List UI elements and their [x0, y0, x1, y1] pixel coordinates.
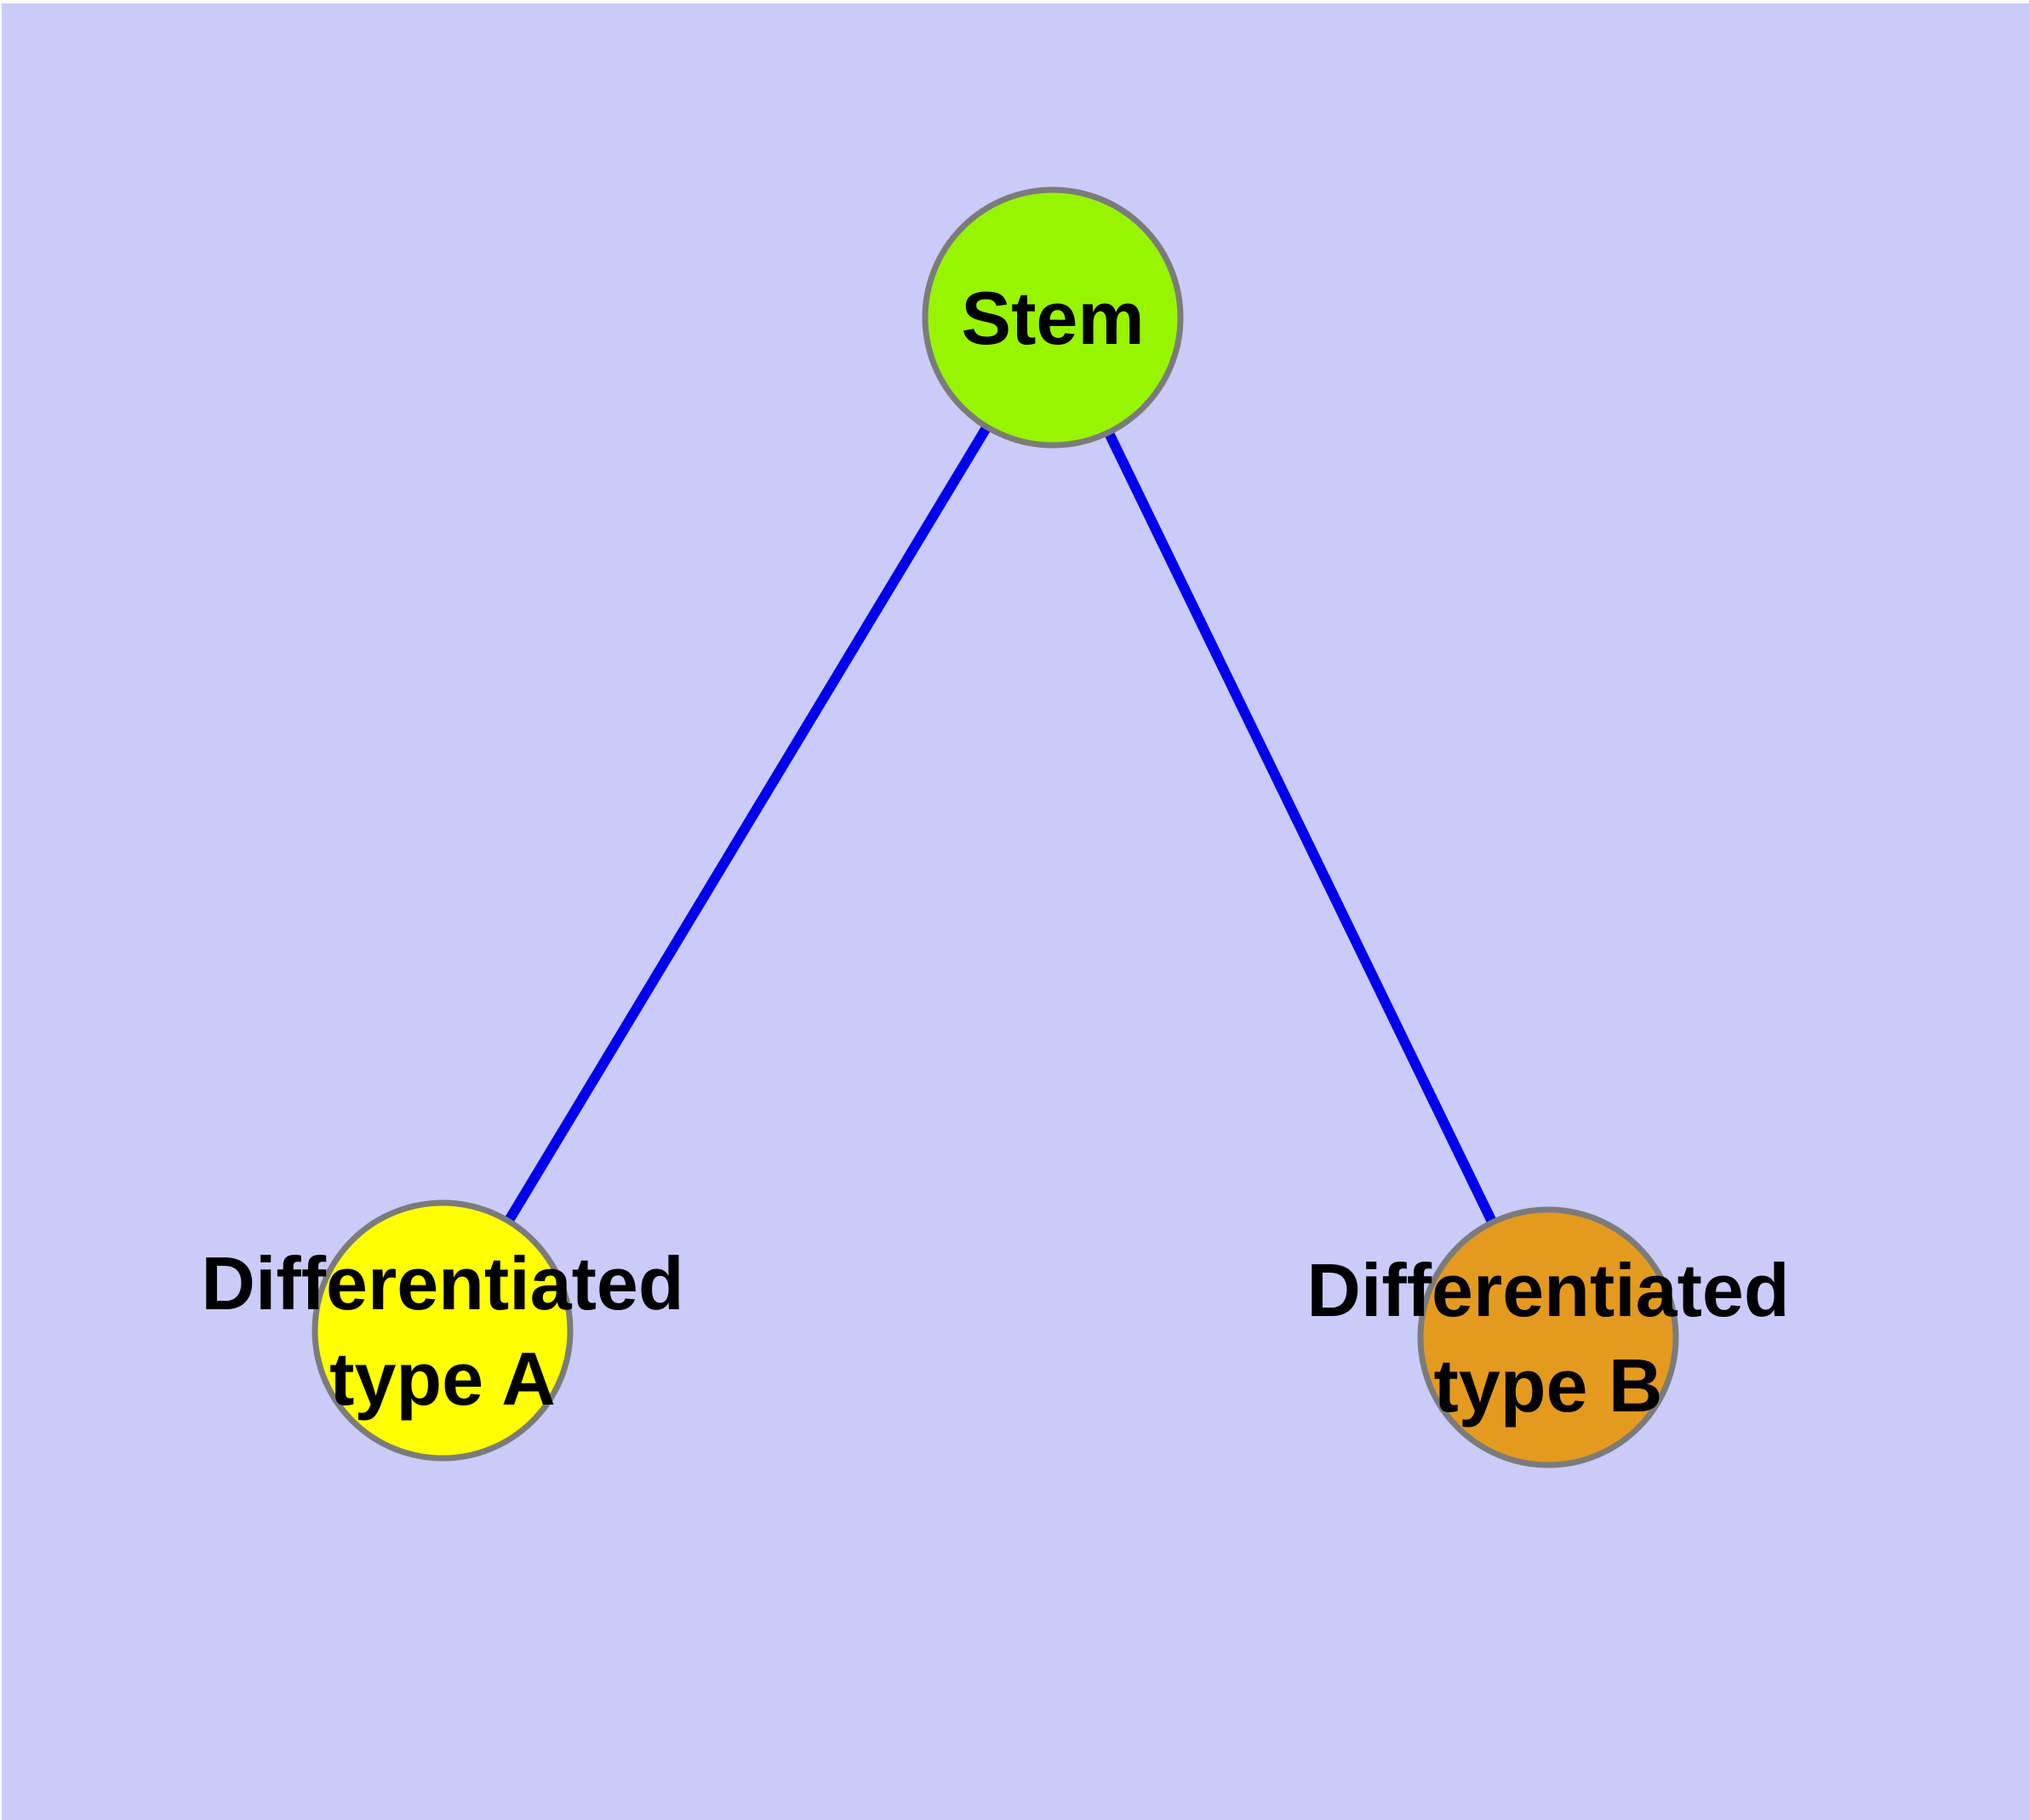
node-stem: Stem — [922, 186, 1184, 449]
edge-stem-to-diff-a — [437, 314, 1058, 1334]
node-diff-b-label-line-2: type B — [1434, 1343, 1663, 1428]
node-diff-b: Differentiated type B — [1306, 1206, 1790, 1468]
node-diff-a-label-line-1: Differentiated — [201, 1241, 683, 1325]
node-stem-label: Stem — [961, 276, 1144, 360]
node-diff-b-circle — [1417, 1206, 1679, 1468]
node-stem-label-line-1: Stem — [961, 276, 1144, 360]
node-diff-b-label-line-1: Differentiated — [1306, 1248, 1789, 1332]
node-diff-a-label-line-2: type A — [329, 1336, 556, 1421]
node-stem-circle — [922, 186, 1184, 449]
node-diff-b-label: Differentiated type B — [1306, 1248, 1789, 1428]
node-diff-a: Differentiated type A — [201, 1199, 684, 1462]
edge-stem-to-diff-b — [1048, 315, 1553, 1340]
node-diff-a-circle — [311, 1199, 574, 1462]
node-diff-a-label: Differentiated type A — [201, 1241, 683, 1421]
